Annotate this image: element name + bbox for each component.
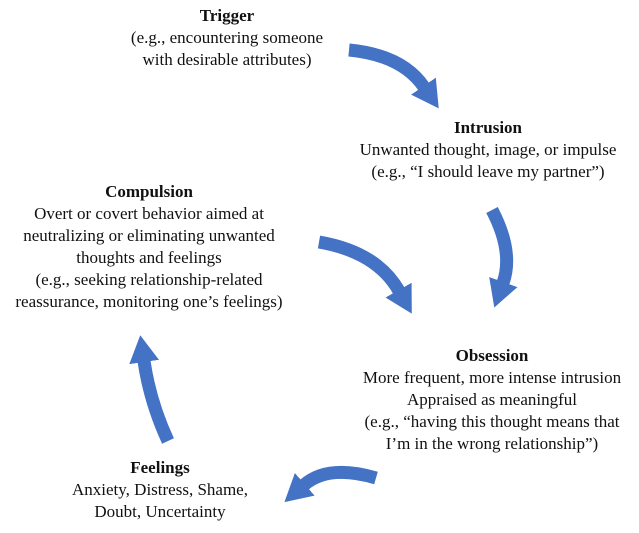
node-compulsion-line: neutralizing or eliminating unwanted (23, 226, 275, 245)
arrow-intrusion-to-obsession-icon (486, 206, 518, 308)
node-obsession-line: Appraised as meaningful (407, 390, 577, 409)
node-compulsion-line: Overt or covert behavior aimed at (34, 204, 264, 223)
node-compulsion-title: Compulsion (105, 182, 193, 201)
node-intrusion: Intrusion Unwanted thought, image, or im… (337, 117, 639, 183)
node-feelings-line: Anxiety, Distress, Shame, (72, 480, 248, 499)
arrow-obsession-to-feelings-icon (284, 465, 378, 503)
arrow-compulsion-to-obsession-icon (317, 235, 412, 314)
node-compulsion: Compulsion Overt or covert behavior aime… (0, 181, 298, 313)
node-feelings-title: Feelings (130, 458, 190, 477)
node-trigger-line: (e.g., encountering someone (130, 28, 324, 47)
node-trigger-line: with desirable attributes) (142, 50, 312, 69)
arrow-feelings-to-compulsion-icon (129, 335, 174, 444)
node-trigger: Trigger (e.g., encountering someone with… (77, 5, 377, 71)
node-obsession-line: (e.g., “having this thought means that (364, 412, 620, 431)
node-intrusion-line: Unwanted thought, image, or impulse (359, 140, 617, 159)
node-compulsion-line: thoughts and feelings (76, 248, 222, 267)
node-feelings: Feelings Anxiety, Distress, Shame, Doubt… (10, 457, 310, 523)
node-intrusion-title: Intrusion (453, 118, 523, 137)
node-feelings-line: Doubt, Uncertainty (94, 502, 226, 521)
arrow-trigger-to-intrusion-icon (348, 43, 439, 109)
node-compulsion-line: (e.g., seeking relationship-related (35, 270, 263, 289)
node-trigger-title: Trigger (199, 6, 255, 25)
node-obsession: Obsession More frequent, more intense in… (345, 345, 639, 455)
node-intrusion-line: (e.g., “I should leave my partner”) (371, 162, 605, 181)
node-obsession-line: More frequent, more intense intrusion (362, 368, 622, 387)
node-obsession-line: I’m in the wrong relationship”) (385, 434, 599, 453)
node-compulsion-line: reassurance, monitoring one’s feelings) (15, 292, 283, 311)
node-obsession-title: Obsession (455, 346, 529, 365)
